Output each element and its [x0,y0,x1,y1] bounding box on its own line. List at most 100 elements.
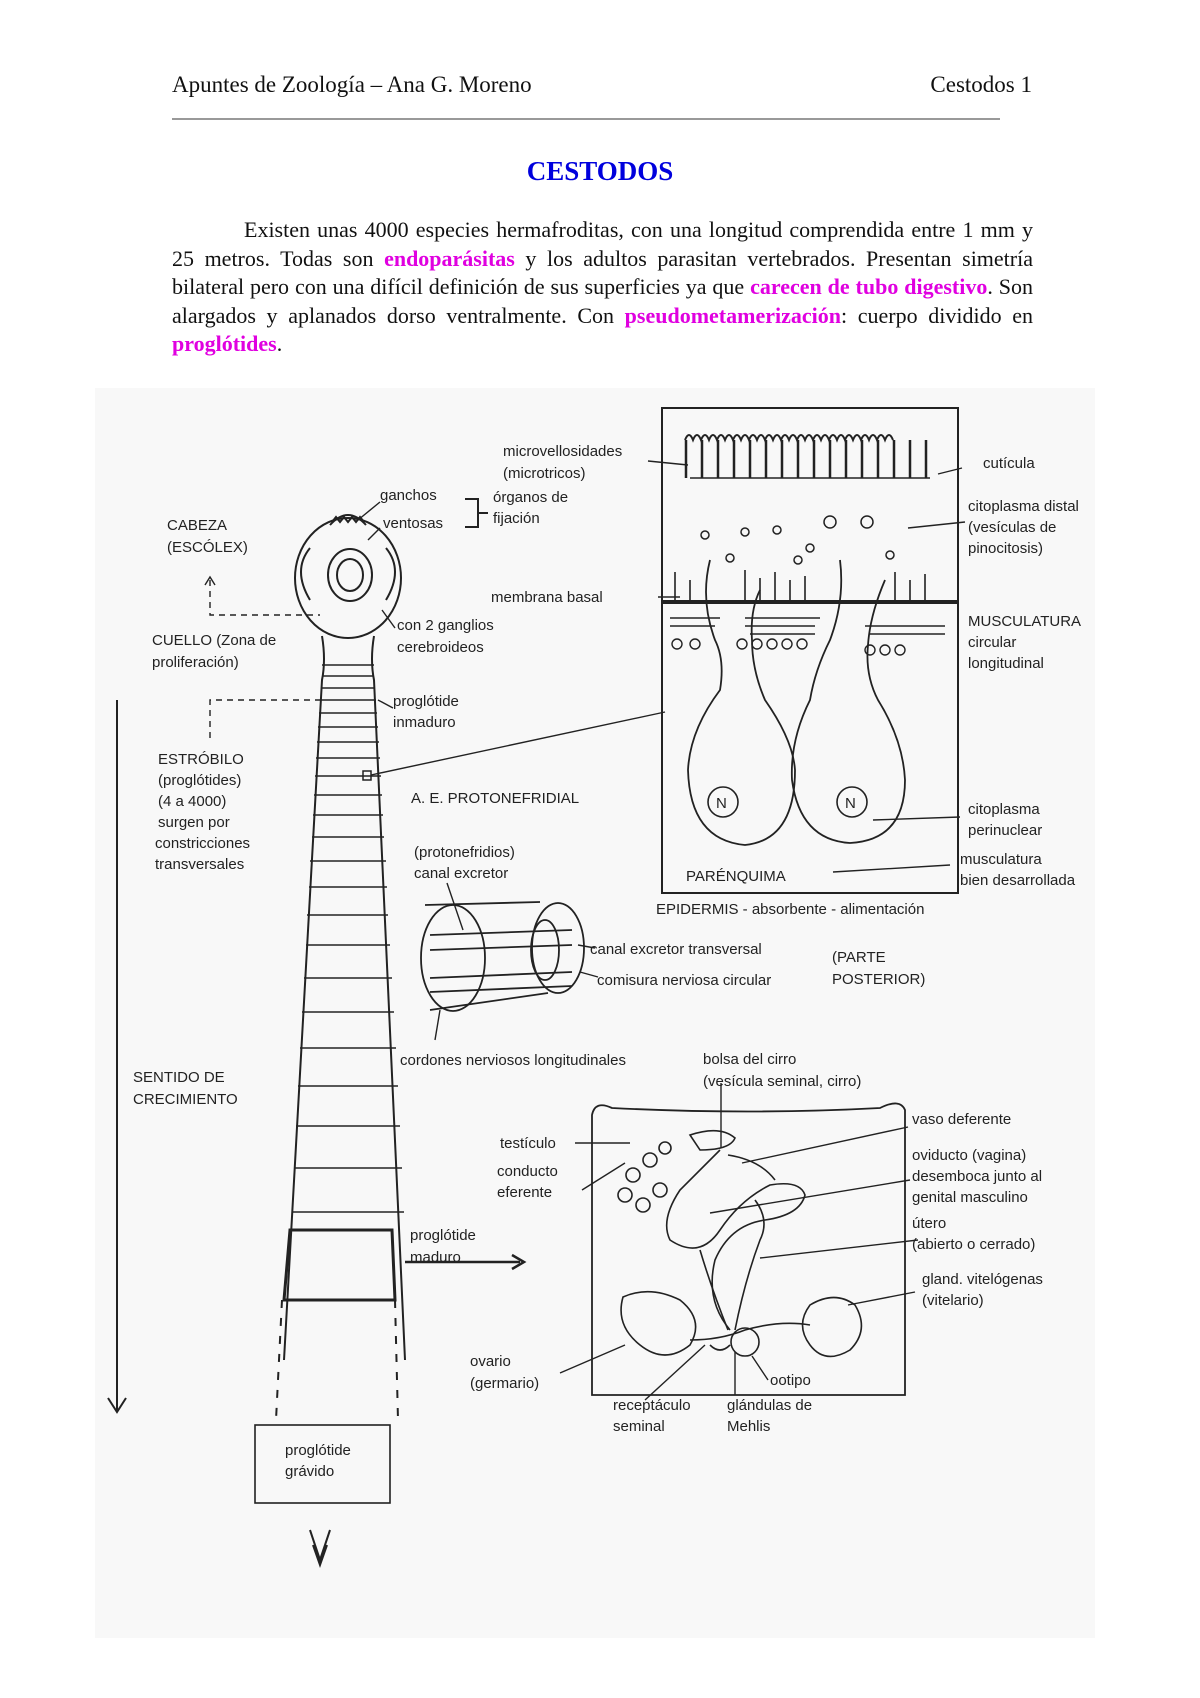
label-nucleus-left: N [716,795,727,812]
epidermis-leaders [647,460,966,873]
label-organos-2: fijación [493,510,540,527]
label-parte-2: POSTERIOR) [832,971,925,988]
label-estrobilo-1: ESTRÓBILO [158,751,244,768]
label-cordones: cordones nerviosos longitudinales [400,1052,626,1069]
intro-paragraph: Existen unas 4000 especies hermafroditas… [172,216,1033,359]
label-muscul-3: longitudinal [968,655,1044,672]
gravid-box [254,1424,391,1504]
tegument-cell-left [687,559,796,846]
strobila-segments [292,664,404,1213]
microvilli [684,434,894,443]
label-vaso: vaso deferente [912,1111,1011,1128]
label-recep-1: receptáculo [613,1397,691,1414]
highlight-endoparasitas: endoparásitas [384,245,515,271]
label-estrobilo-4: surgen por [158,814,230,831]
fixation-bracket [465,498,488,528]
label-conducto-1: conducto [497,1163,558,1180]
label-cabeza-2: (ESCÓLEX) [167,539,248,556]
highlight-proglotides: proglótides [172,331,277,356]
label-muscul-2: circular [968,634,1016,651]
label-membrana: membrana basal [491,589,603,606]
label-ovario-2: (germario) [470,1375,539,1392]
body-left-edge [283,635,325,1361]
page-title: CESTODOS [526,156,674,186]
label-estrobilo-3: (4 a 4000) [158,793,226,810]
intro-text-3: . Son alargados y aplanados dorso ventra… [172,274,1033,328]
label-bolsa-1: bolsa del cirro [703,1051,796,1068]
label-inmaduro-2: inmaduro [393,714,456,731]
label-estrobilo-5: constricciones [155,835,250,852]
label-oviducto-1: oviducto (vagina) [912,1147,1026,1164]
label-protoneph-2: canal excretor [414,865,508,882]
label-maduro-2: maduro [410,1249,461,1266]
label-ae-proto: A. E. PROTONEFRIDIAL [411,790,579,807]
pinocytosis-vesicles [700,515,895,565]
label-oviducto-3: genital masculino [912,1189,1028,1206]
nucleus-right [836,786,868,818]
label-oviducto-2: desemboca junto al [912,1168,1042,1185]
label-testiculo: testículo [500,1135,556,1152]
label-ootipo: ootipo [770,1372,811,1389]
label-bolsa-2: (vesícula seminal, cirro) [703,1073,861,1090]
intro-text-1: Existen unas 4000 especies hermafroditas… [172,217,1033,271]
body-right-edge [371,635,406,1361]
label-inmaduro-1: proglótide [393,693,459,710]
nucleus-left [707,786,739,818]
label-ganchos: ganchos [380,487,437,504]
label-nucleus-right: N [845,795,856,812]
scolex-leaders [357,501,396,709]
label-epidermis: EPIDERMIS - absorbente - alimentación [656,901,924,918]
highlight-tubo-digestivo: carecen de tubo digestivo [750,274,988,299]
diagram-labels: CABEZA (ESCÓLEX) ganchos ventosas órgano… [133,443,1081,1480]
label-cuello-2: proliferación) [152,654,239,671]
label-musc-bien-1: musculatura [960,851,1042,868]
intro-text-2: y los adultos parasitan vertebrados. Pre… [172,245,1033,300]
gravid-arrow [309,1529,331,1569]
cylinder-leaders [434,882,599,1041]
label-gravido-1: proglótide [285,1442,351,1459]
label-comisura: comisura nerviosa circular [597,972,771,989]
reproductive-organs [617,1129,863,1358]
label-cito-peri-2: perinuclear [968,822,1042,839]
label-cito-peri-1: citoplasma [968,801,1040,818]
label-microvell-1: microvellosidades [503,443,622,460]
label-sentido-1: SENTIDO DE [133,1069,225,1086]
label-parte-1: (PARTE [832,949,886,966]
label-cuello-1: CUELLO (Zona de [152,632,276,649]
label-cuticula: cutícula [983,455,1035,472]
label-muscul-1: MUSCULATURA [968,613,1081,630]
intro-text-5: . [276,331,283,356]
label-organos-1: órganos de [493,489,568,506]
label-mehlis-2: Mehlis [727,1418,770,1435]
label-estrobilo-6: transversales [155,856,244,873]
header-right: Cestodos 1 [930,72,1032,97]
label-cabeza-1: CABEZA [167,517,227,534]
label-estrobilo-2: (proglótides) [158,772,241,789]
label-maduro-1: proglótide [410,1227,476,1244]
epidermis-box [661,407,959,894]
tegument-cell-right [790,559,906,844]
label-microvell-2: (microtricos) [503,465,586,482]
label-recep-2: seminal [613,1418,665,1435]
label-cito-distal-3: pinocitosis) [968,540,1043,557]
label-gland-1: gland. vitelógenas [922,1271,1043,1288]
label-ovario-1: ovario [470,1353,511,1370]
scan-background [95,388,1095,1638]
label-musc-bien-2: bien desarrollada [960,872,1076,889]
label-canal-transv: canal excretor transversal [590,941,762,958]
label-ganglios-1: con 2 ganglios [397,617,494,634]
header-left: Apuntes de Zoología – Ana G. Moreno [172,72,532,97]
label-gland-2: (vitelario) [922,1292,984,1309]
highlight-pseudometamerizacion: pseudometamerización [624,302,841,328]
proglottid-leaders [559,1083,919,1401]
header-rule [172,118,1000,120]
label-ventosas: ventosas [383,515,443,532]
label-parenquima: PARÉNQUIMA [686,868,786,885]
label-sentido-2: CRECIMIENTO [133,1091,238,1108]
longitudinal-muscle [670,617,945,635]
label-conducto-2: eferente [497,1184,552,1201]
intro-text-4: : cuerpo dividido en [840,302,1033,328]
label-cito-distal-2: (vesículas de [968,519,1056,536]
dashed-leaders [209,580,320,738]
label-mehlis-1: glándulas de [727,1397,812,1414]
